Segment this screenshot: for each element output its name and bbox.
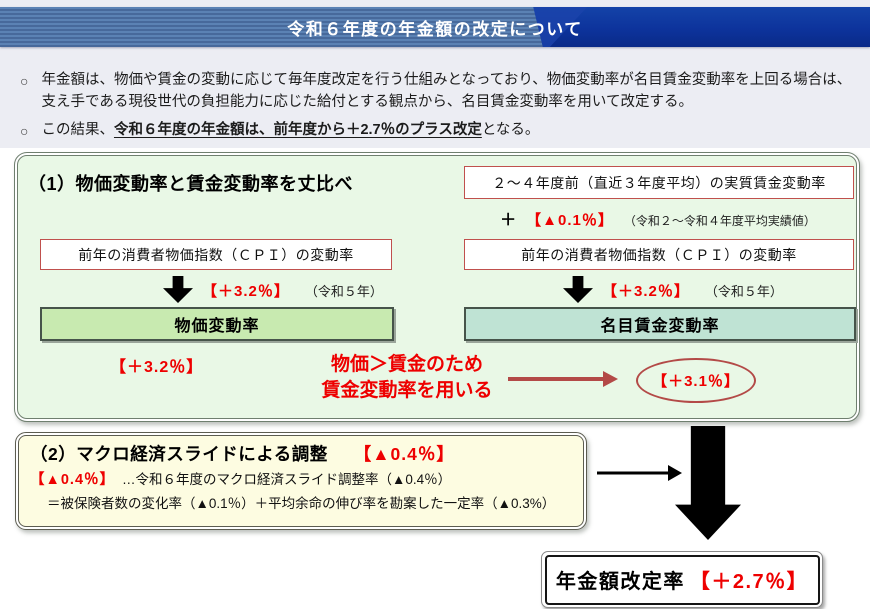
section2-panel <box>15 432 587 530</box>
title-bar-stripes <box>0 7 543 47</box>
intro-bullet-1-text: 年金額は、物価や賃金の変動に応じて毎年度改定を行う仕組みとなっており、物価変動率… <box>41 72 852 110</box>
arrow-shaft <box>508 377 605 381</box>
cpi-change-box-left: 前年の消費者物価指数（ＣＰＩ）の変動率 <box>40 239 392 270</box>
page-title: 令和６年度の年金額の改定について <box>287 19 583 39</box>
bullet-marker-icon: ○ <box>20 123 29 139</box>
nominal-wage-value-ellipse: 【＋3.1％】 <box>636 358 756 403</box>
real-wage-note: （令和２～令和４年度平均実績値） <box>623 214 816 228</box>
bullet-2-after: となる。 <box>481 122 540 138</box>
pension-result-box-inner: 年金額改定率 【＋2.7％】 <box>544 554 820 605</box>
cpi-note-right: （令和５年） <box>704 284 783 299</box>
title-bar: 令和６年度の年金額の改定について <box>0 7 870 47</box>
real-wage-change-box: ２～４年度前（直近３年度平均）の実質賃金変動率 <box>464 166 854 199</box>
cpi-change-box-right: 前年の消費者物価指数（ＣＰＩ）の変動率 <box>464 239 854 270</box>
price-rate-value: 【＋3.2％】 <box>110 359 204 376</box>
cpi-value-left-line: 【＋3.2％】 （令和５年） <box>202 280 383 301</box>
intro-bullet-2: ○ この結果、令和６年度の年金額は、前年度から＋2.7％のプラス改定となる。 <box>20 120 854 142</box>
conclusion-line-1: 物価＞賃金のため <box>330 354 483 375</box>
real-wage-value-line: ＋ 【▲0.1％】 （令和２～令和４年度平均実績値） <box>464 206 852 230</box>
price-rate-box: 物価変動率 <box>40 307 394 341</box>
bullet-2-before: この結果、 <box>41 122 114 138</box>
arrow-head <box>603 371 618 387</box>
real-wage-value: 【▲0.1％】 <box>526 212 614 229</box>
bullet-2-underlined: 令和６年度の年金額は、前年度から＋2.7％のプラス改定 <box>113 122 482 138</box>
black-right-arrow-icon <box>597 465 682 481</box>
section2-heading-value: 【▲0.4％】 <box>353 444 455 464</box>
section2-detail-text: …令和６年度のマクロ経済スライド調整率（▲0.4％） <box>122 472 452 487</box>
cpi-value-right-line: 【＋3.2％】 （令和５年） <box>602 280 783 301</box>
arrow-head <box>668 465 682 481</box>
pension-result-box: 年金額改定率 【＋2.7％】 <box>541 551 823 608</box>
pension-result-label: 年金額改定率 <box>555 571 685 593</box>
right-arrow-icon <box>508 371 618 387</box>
cpi-value-right: 【＋3.2％】 <box>602 283 690 300</box>
conclusion-text: 物価＞賃金のため 賃金変動率を用いる <box>293 352 521 404</box>
section2-heading-text: （2）マクロ経済スライドによる調整 <box>30 444 328 464</box>
section2-heading: （2）マクロ経済スライドによる調整 【▲0.4％】 <box>30 441 455 466</box>
section2-detail-line: 【▲0.4％】 …令和６年度のマクロ経済スライド調整率（▲0.4％） <box>30 468 451 489</box>
bullet-marker-icon: ○ <box>20 73 29 89</box>
section2-detail-value: 【▲0.4％】 <box>30 472 116 488</box>
section1-heading: （1）物価変動率と賃金変動率を丈比べ <box>28 174 354 194</box>
nominal-wage-rate-box: 名目賃金変動率 <box>464 307 856 341</box>
cpi-note-left: （令和５年） <box>304 284 383 299</box>
pension-result-value: 【＋2.7％】 <box>689 571 809 593</box>
plus-sign: ＋ <box>500 212 517 229</box>
section2-panel-inner <box>18 435 584 527</box>
arrow-shaft <box>597 471 670 475</box>
nominal-wage-rate-value: 【＋3.1％】 <box>652 373 740 390</box>
cpi-value-left: 【＋3.2％】 <box>202 283 290 300</box>
big-down-arrow-icon <box>675 426 741 540</box>
section2-formula-text: ＝被保険者数の変化率（▲0.1％）＋平均余命の伸び率を勘案した一定率（▲0.3%… <box>47 496 556 511</box>
conclusion-line-2: 賃金変動率を用いる <box>321 380 493 402</box>
intro-bullet-2-text: この結果、令和６年度の年金額は、前年度から＋2.7％のプラス改定となる。 <box>41 120 539 142</box>
intro-bullet-1: ○ 年金額は、物価や賃金の変動に応じて毎年度改定を行う仕組みとなっており、物価変… <box>20 70 854 114</box>
